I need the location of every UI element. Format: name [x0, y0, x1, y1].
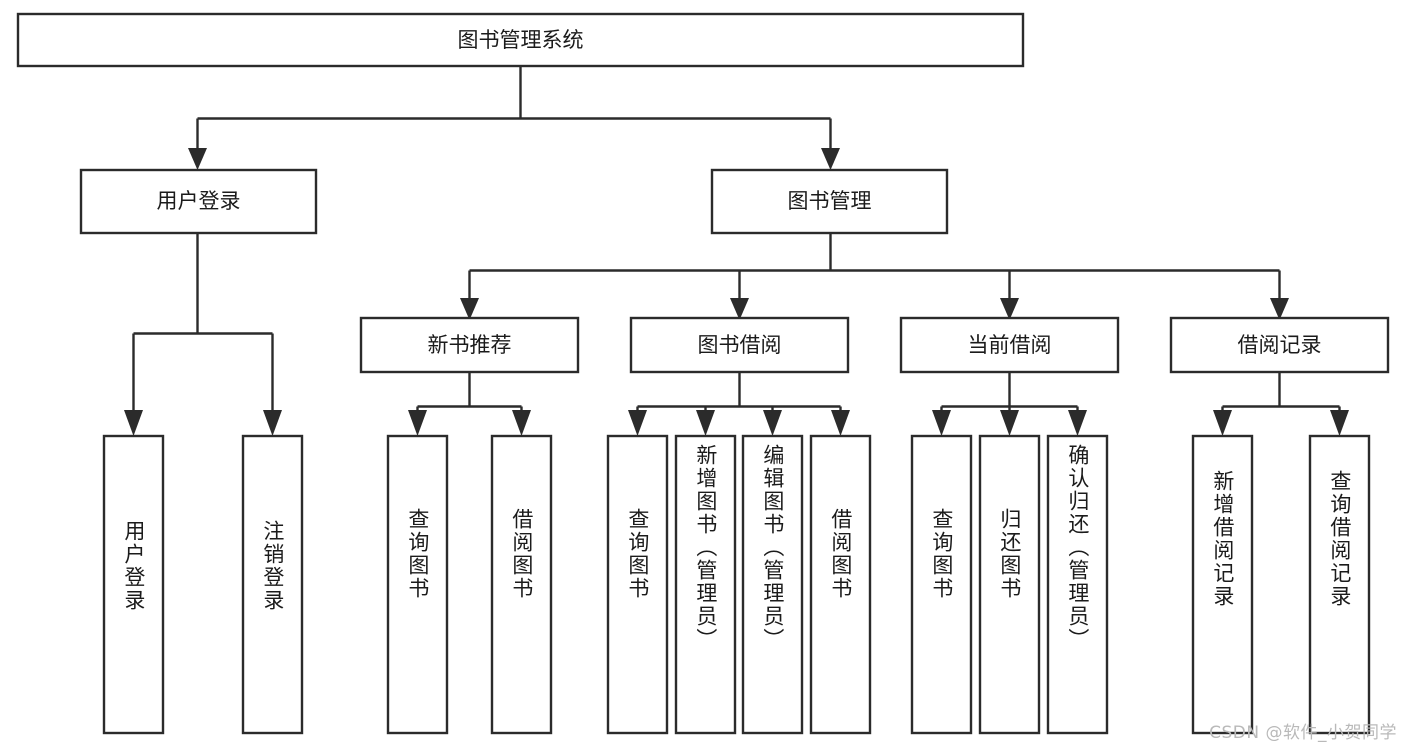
node-label-current-borrow: 当前借阅 — [968, 333, 1052, 357]
node-box-root[interactable] — [16, 12, 1025, 68]
leaf-box-new-book-1[interactable] — [386, 434, 449, 735]
arrow-to-user-login — [188, 148, 207, 170]
arrow-book-borrow-child-1 — [628, 410, 647, 436]
node-layer: 图书管理系统 用户登录 图书管理 新书推荐 图书借阅 当前借阅 借阅记录 — [16, 12, 1390, 735]
arrow-to-current-borrow — [1000, 298, 1019, 320]
arrow-to-new-book — [460, 298, 479, 320]
leaf-box-book-borrow-4[interactable] — [809, 434, 872, 735]
leaf-box-user-login-1[interactable] — [102, 434, 165, 735]
arrow-user-login-child-1 — [124, 410, 143, 436]
arrow-user-login-child-2 — [263, 410, 282, 436]
arrow-to-borrow-record — [1270, 298, 1289, 320]
node-box-book-borrow[interactable] — [629, 316, 850, 374]
node-box-new-book-recommend[interactable] — [359, 316, 580, 374]
arrow-to-book-borrow — [730, 298, 749, 320]
leaf-box-user-login-2[interactable] — [241, 434, 304, 735]
node-label-book-manage: 图书管理 — [788, 189, 872, 213]
arrow-book-borrow-child-4 — [831, 410, 850, 436]
node-label-new-book-recommend: 新书推荐 — [428, 333, 512, 357]
leaf-box-book-borrow-2[interactable] — [674, 434, 737, 735]
leaf-box-book-borrow-1[interactable] — [606, 434, 669, 735]
arrow-to-book-manage — [821, 148, 840, 170]
node-box-borrow-record[interactable] — [1169, 316, 1390, 374]
leaf-box-current-borrow-1[interactable] — [910, 434, 973, 735]
node-box-user-login[interactable] — [79, 168, 318, 235]
arrow-current-borrow-child-1 — [932, 410, 951, 436]
node-label-borrow-record: 借阅记录 — [1238, 333, 1322, 357]
arrow-new-book-child-2 — [512, 410, 531, 436]
arrow-book-borrow-child-2 — [696, 410, 715, 436]
leaf-box-current-borrow-3[interactable] — [1046, 434, 1109, 735]
arrow-current-borrow-child-2 — [1000, 410, 1019, 436]
arrow-borrow-record-child-1 — [1213, 410, 1232, 436]
arrow-book-borrow-child-3 — [763, 410, 782, 436]
node-box-book-manage[interactable] — [710, 168, 949, 235]
connector-layer — [124, 66, 1349, 436]
arrow-borrow-record-child-2 — [1330, 410, 1349, 436]
node-label-user-login: 用户登录 — [157, 189, 241, 213]
leaf-box-borrow-record-2[interactable] — [1308, 434, 1371, 735]
arrow-current-borrow-child-3 — [1068, 410, 1087, 436]
node-box-current-borrow[interactable] — [899, 316, 1120, 374]
node-label-root: 图书管理系统 — [458, 28, 584, 52]
leaf-box-borrow-record-1[interactable] — [1191, 434, 1254, 735]
leaf-box-new-book-2[interactable] — [490, 434, 553, 735]
leaf-box-current-borrow-2[interactable] — [978, 434, 1041, 735]
node-label-book-borrow: 图书借阅 — [698, 333, 782, 357]
leaf-box-book-borrow-3[interactable] — [741, 434, 804, 735]
arrow-new-book-child-1 — [408, 410, 427, 436]
